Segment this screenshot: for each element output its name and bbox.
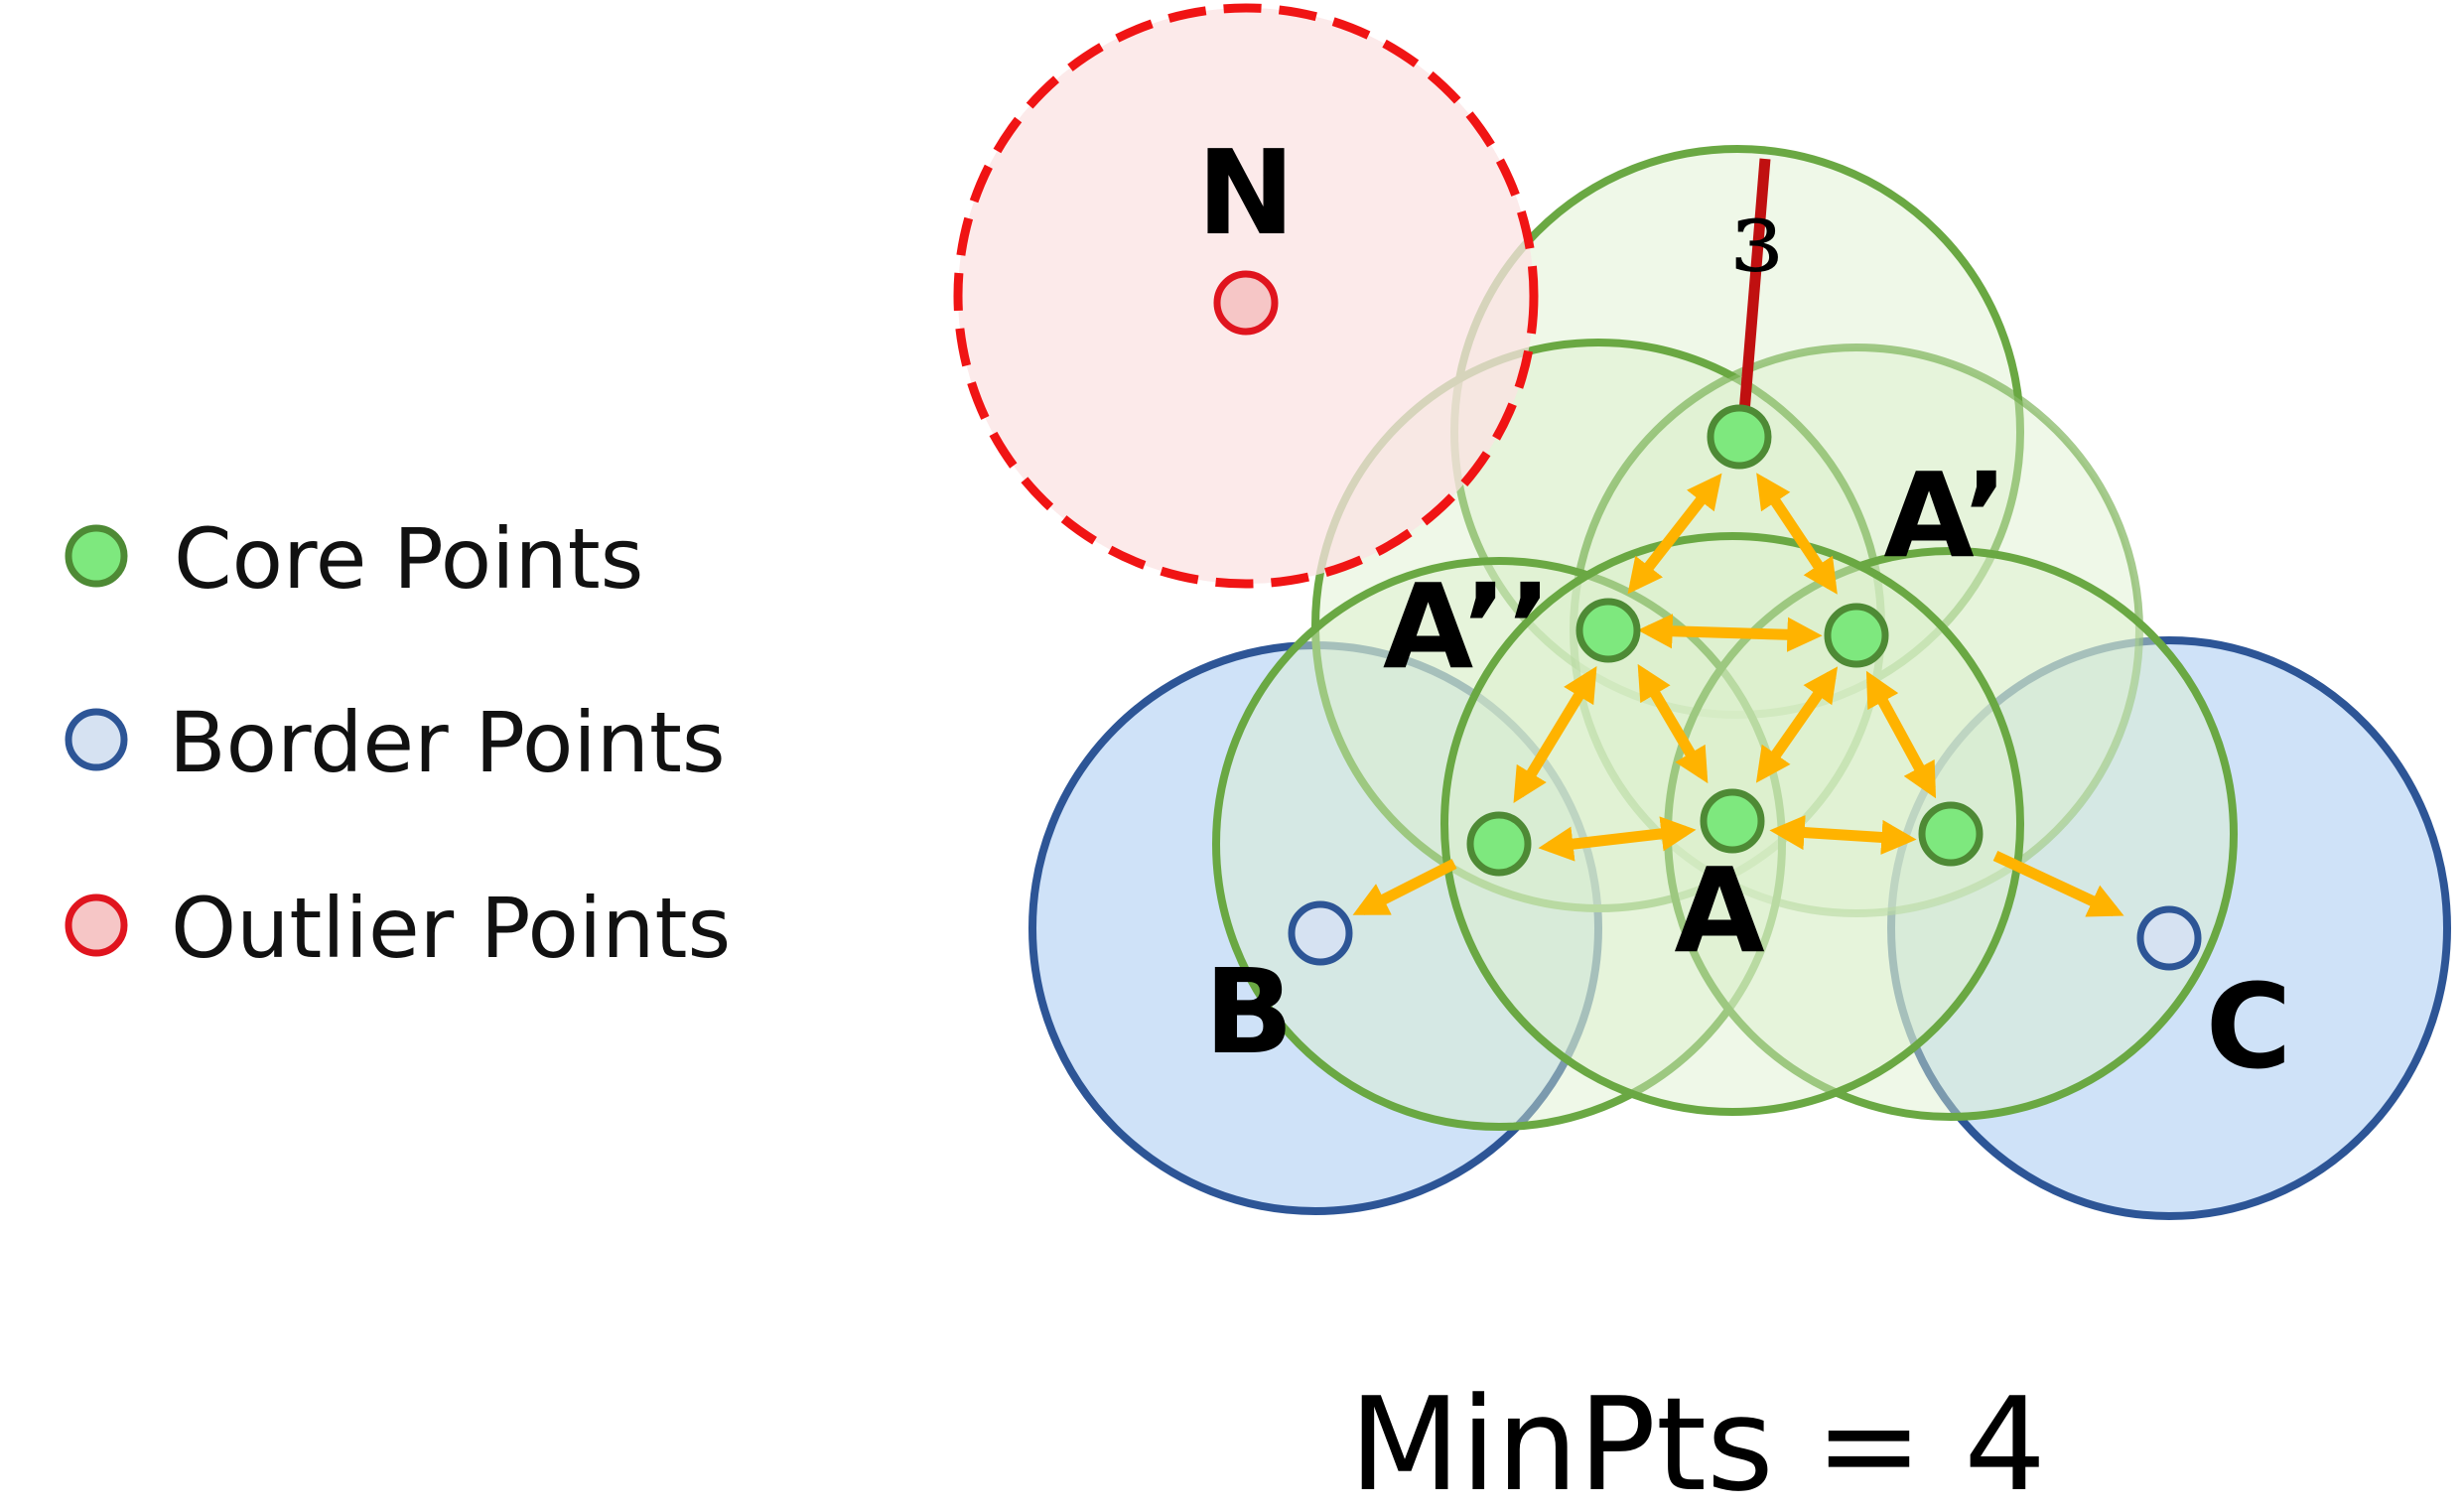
arrow-top-to-a-double-prime <box>1627 473 1722 595</box>
legend-label-outlier: Outlier Points <box>171 880 731 977</box>
arrow-a-double-prime-to-a-prime <box>1637 614 1823 652</box>
points <box>1213 270 2202 971</box>
core-point-right <box>1918 801 1984 867</box>
core-point-a <box>1700 788 1765 854</box>
core-point-top <box>1707 404 1772 470</box>
epsilon-radius-line <box>1736 158 1771 438</box>
legend-item-core: Core Points <box>65 510 643 608</box>
legend-label-core: Core Points <box>174 510 643 608</box>
core-point-left <box>1466 811 1532 877</box>
legend: Core Points Border Points Outlier Points <box>65 510 731 977</box>
arrow-left-to-b <box>1352 859 1457 915</box>
arrow-a-prime-to-right <box>1865 670 1937 799</box>
label-c: C <box>2206 958 2292 1095</box>
arrow-left-to-a <box>1538 816 1697 862</box>
legend-marker-outlier <box>65 893 128 957</box>
legend-item-border: Border Points <box>65 694 726 791</box>
arrow-a-double-prime-to-left <box>1513 665 1597 804</box>
label-b: B <box>1204 943 1294 1080</box>
arrow-a-prime-to-a <box>1755 666 1839 783</box>
epsilon-label: ε <box>1731 178 1783 294</box>
border-point-c <box>2136 905 2202 971</box>
label-a-double-prime: A’’ <box>1383 558 1552 695</box>
label-a-prime: A’ <box>1883 447 2007 584</box>
arrow-right-to-c <box>1992 851 2124 917</box>
label-n: N <box>1197 124 1296 261</box>
label-a: A <box>1674 842 1764 979</box>
legend-marker-core <box>65 524 128 588</box>
legend-label-border: Border Points <box>169 694 726 791</box>
legend-marker-border <box>65 708 128 771</box>
core-point-a-double-prime <box>1575 598 1641 663</box>
minpts-caption: MinPts = 4 <box>1349 1369 2046 1510</box>
outlier-point-n <box>1213 270 1279 336</box>
arrow-a-to-right <box>1769 814 1917 856</box>
legend-item-outlier: Outlier Points <box>65 880 731 977</box>
point-labels: N A’ A’’ A B C <box>1197 124 2292 1095</box>
core-point-a-prime <box>1824 603 1889 668</box>
arrow-top-to-a-prime <box>1756 473 1838 595</box>
arrow-a-double-prime-to-a <box>1637 663 1709 784</box>
reachability-arrows <box>1352 473 2124 917</box>
border-point-b <box>1288 900 1353 966</box>
